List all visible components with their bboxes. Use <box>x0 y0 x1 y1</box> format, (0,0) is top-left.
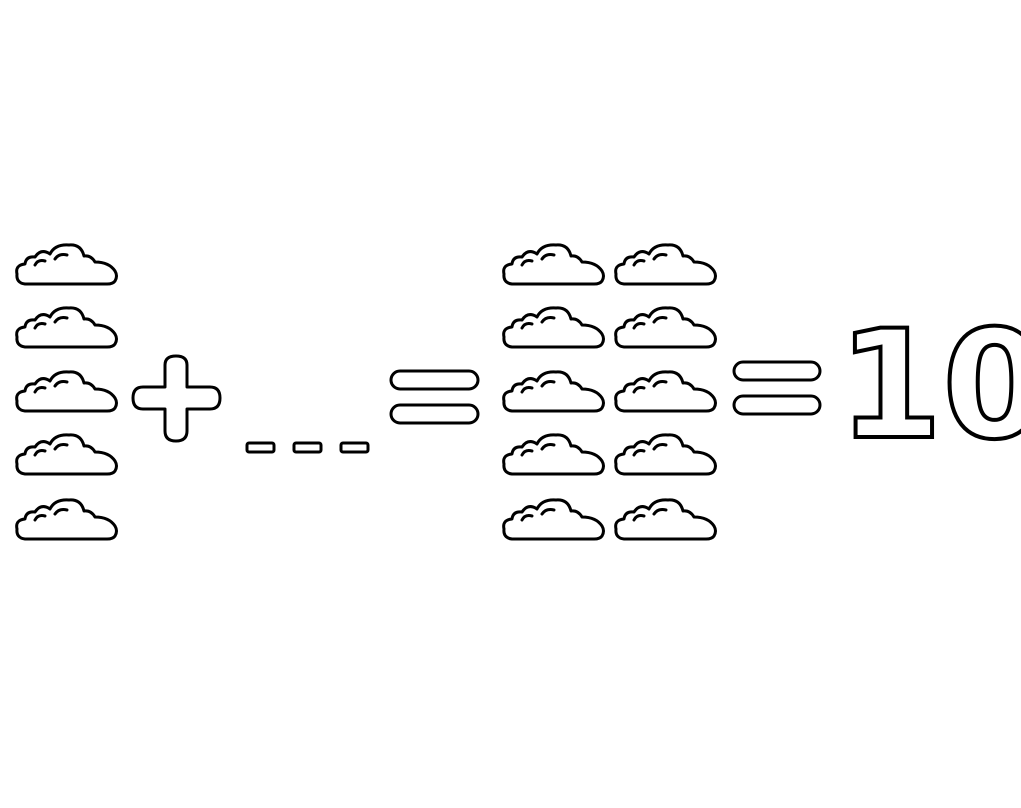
cloud-icon <box>614 433 717 476</box>
blank-dash <box>245 441 276 454</box>
left-cloud-group <box>15 243 119 541</box>
cloud-icon <box>502 433 605 476</box>
result-number: 10 <box>838 299 1021 473</box>
blank-dash <box>292 441 323 454</box>
cloud-icon <box>502 498 605 541</box>
cloud-icon <box>502 370 605 413</box>
cloud-icon <box>15 243 119 286</box>
cloud-icon <box>614 498 717 541</box>
cloud-icon <box>15 498 119 541</box>
cloud-icon <box>502 306 605 349</box>
cloud-icon <box>614 243 717 286</box>
equals-sign-result <box>732 360 822 416</box>
equals-sign <box>389 369 480 425</box>
right-cloud-group <box>502 243 717 541</box>
cloud-icon <box>614 306 717 349</box>
cloud-icon <box>15 306 119 349</box>
cloud-icon <box>502 243 605 286</box>
blank-dash <box>339 441 370 454</box>
plus-sign <box>131 354 222 443</box>
answer-blank <box>245 441 370 454</box>
cloud-icon <box>15 433 119 476</box>
cloud-icon <box>15 370 119 413</box>
cloud-icon <box>614 370 717 413</box>
